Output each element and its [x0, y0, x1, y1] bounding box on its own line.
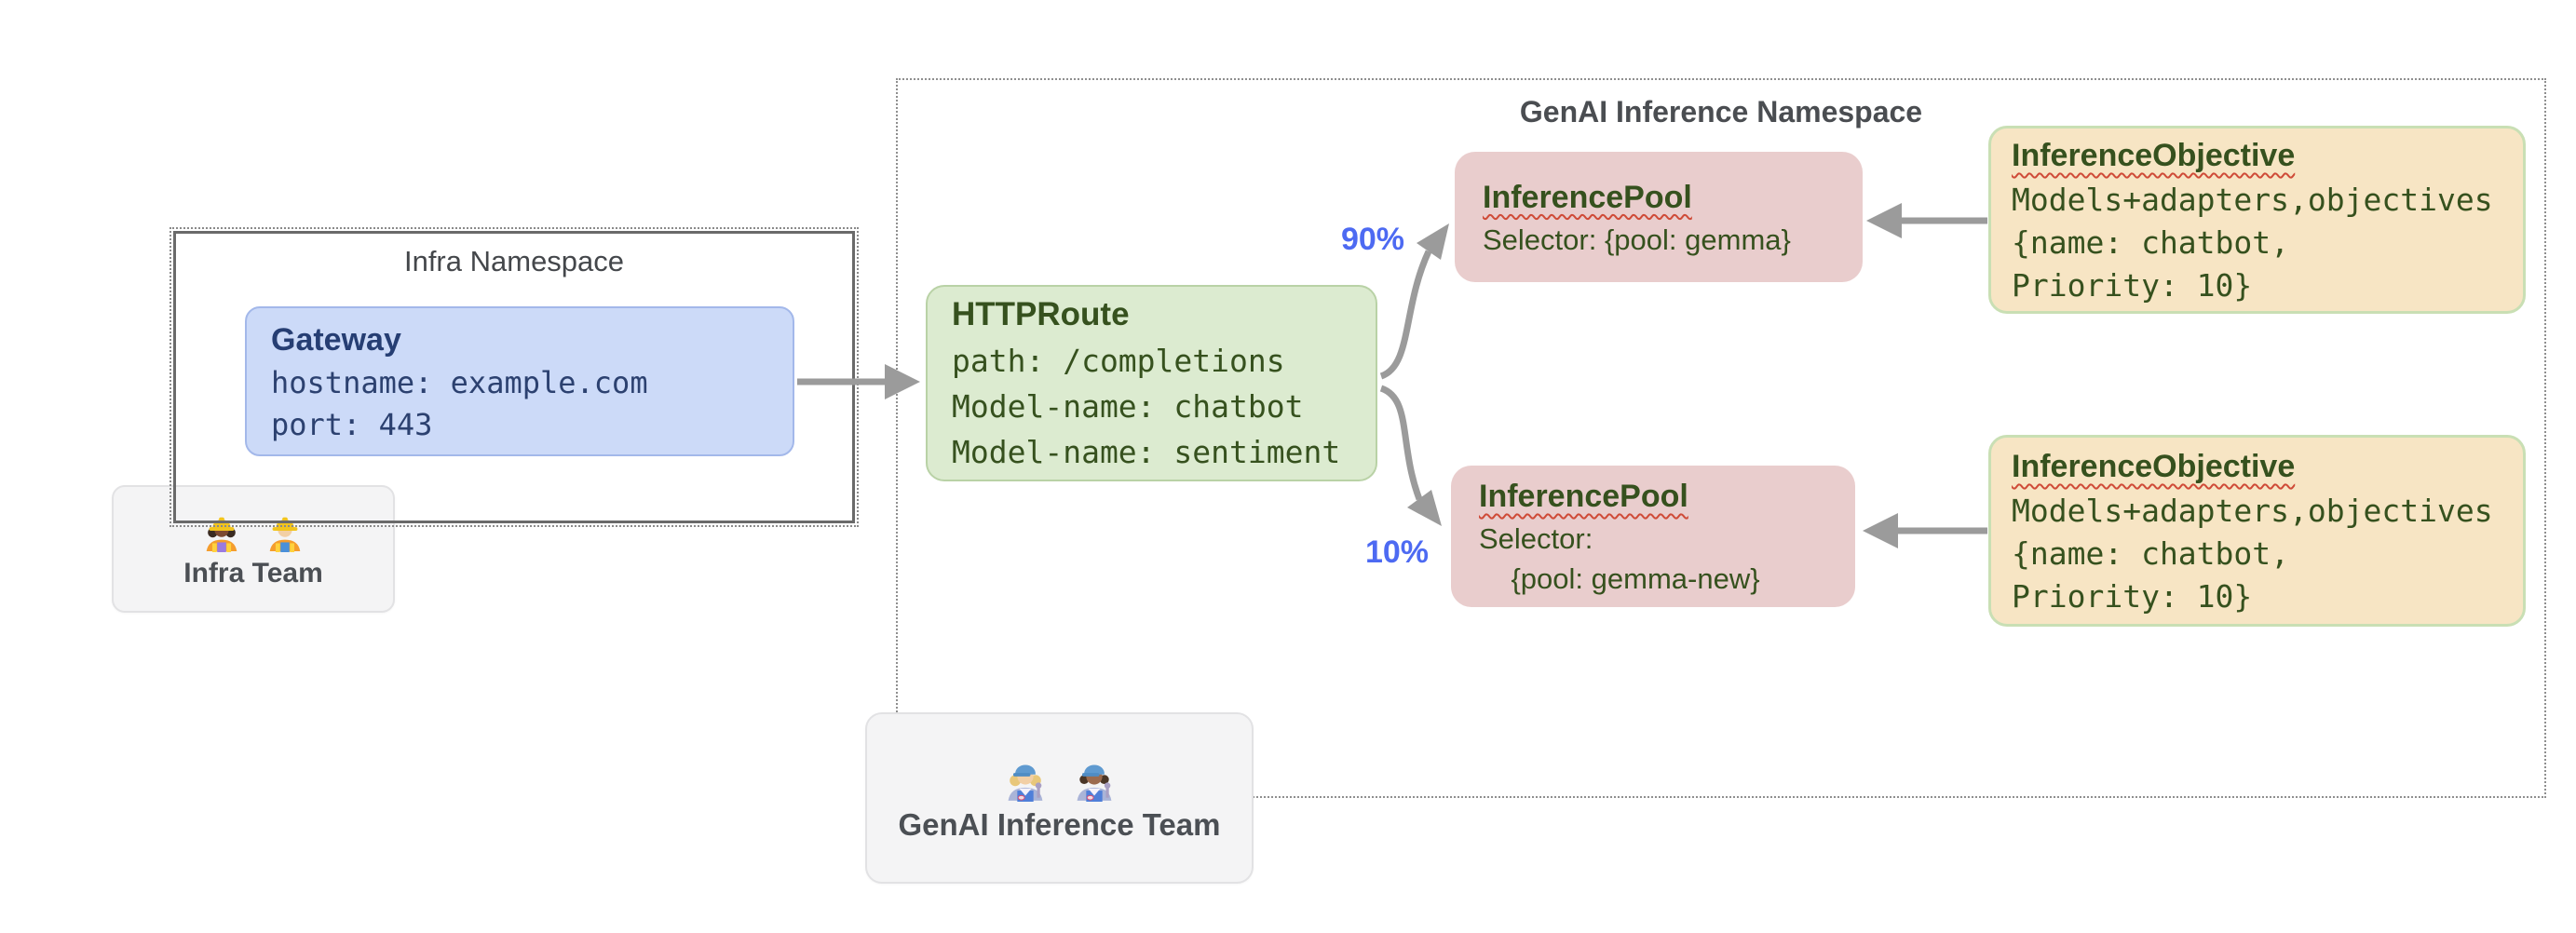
inference-objective-title: InferenceObjective	[2012, 443, 2523, 490]
inference-pool-selector: Selector:	[1479, 522, 1593, 555]
inference-pool-selector-value: {pool: gemma-new}	[1479, 562, 1760, 595]
inference-objective-name: {name: chatbot,	[2012, 535, 2290, 572]
inference-objective-title: InferenceObjective	[2012, 132, 2523, 179]
infra-team-label: Infra Team	[183, 557, 323, 588]
traffic-split-90-label: 90%	[1340, 222, 1405, 257]
inference-pool-title: InferencePool	[1479, 474, 1855, 519]
inference-objective-models: Models+adapters,objectives	[2012, 493, 2493, 529]
inference-objective-priority: Priority: 10}	[2012, 578, 2253, 615]
infra-namespace-title: Infra Namespace	[403, 245, 625, 277]
genai-inference-team-card: GenAI Inference Team	[865, 712, 1254, 884]
genai-inference-namespace-title: GenAI Inference Namespace	[1519, 95, 1923, 128]
infra-team-card: Infra Team	[112, 485, 395, 613]
woman-mechanic-icon	[1008, 764, 1042, 802]
gateway-title: Gateway	[271, 321, 401, 358]
inference-pool-gemma-new-box: InferencePool Selector: {pool: gemma-new…	[1451, 466, 1855, 607]
inference-objective-top-box: InferenceObjective Models+adapters,objec…	[1988, 126, 2526, 314]
inference-pool-gemma-box: InferencePool Selector: {pool: gemma}	[1455, 152, 1863, 282]
man-construction-worker-icon	[269, 517, 301, 552]
genai-team-label: GenAI Inference Team	[898, 807, 1221, 842]
inference-objective-title-text: InferenceObjective	[2012, 449, 2296, 484]
inference-pool-title: InferencePool	[1483, 175, 1863, 220]
traffic-split-10-label: 10%	[1364, 534, 1430, 570]
httproute-model-sentiment: Model-name: sentiment	[952, 434, 1341, 470]
inference-pool-selector: Selector: {pool: gemma}	[1483, 223, 1791, 256]
gateway-hostname: hostname: example.com	[271, 364, 648, 400]
gateway-port: port: 443	[271, 406, 433, 442]
inference-objective-name: {name: chatbot,	[2012, 224, 2290, 261]
httproute-box: HTTPRoute path: /completions Model-name:…	[926, 285, 1377, 481]
infra-team-icons	[200, 509, 306, 552]
inference-objective-title-text: InferenceObjective	[2012, 138, 2296, 173]
httproute-path: path: /completions	[952, 343, 1285, 379]
inference-pool-title-text: InferencePool	[1479, 479, 1688, 514]
inference-objective-bottom-box: InferenceObjective Models+adapters,objec…	[1988, 435, 2526, 627]
gateway-box: Gateway hostname: example.com port: 443	[245, 306, 794, 456]
infra-namespace-boundary: Infra Namespace	[169, 227, 859, 527]
inference-objective-priority: Priority: 10}	[2012, 267, 2253, 304]
inference-objective-models: Models+adapters,objectives	[2012, 182, 2493, 218]
httproute-model-chatbot: Model-name: chatbot	[952, 388, 1304, 425]
woman-construction-worker-icon	[206, 517, 237, 552]
genai-team-icons	[1001, 753, 1119, 802]
genai-inference-namespace-boundary: GenAI Inference Namespace	[896, 78, 2546, 798]
man-mechanic-icon	[1077, 764, 1111, 802]
inference-pool-title-text: InferencePool	[1483, 179, 1692, 215]
httproute-title: HTTPRoute	[952, 296, 1130, 332]
